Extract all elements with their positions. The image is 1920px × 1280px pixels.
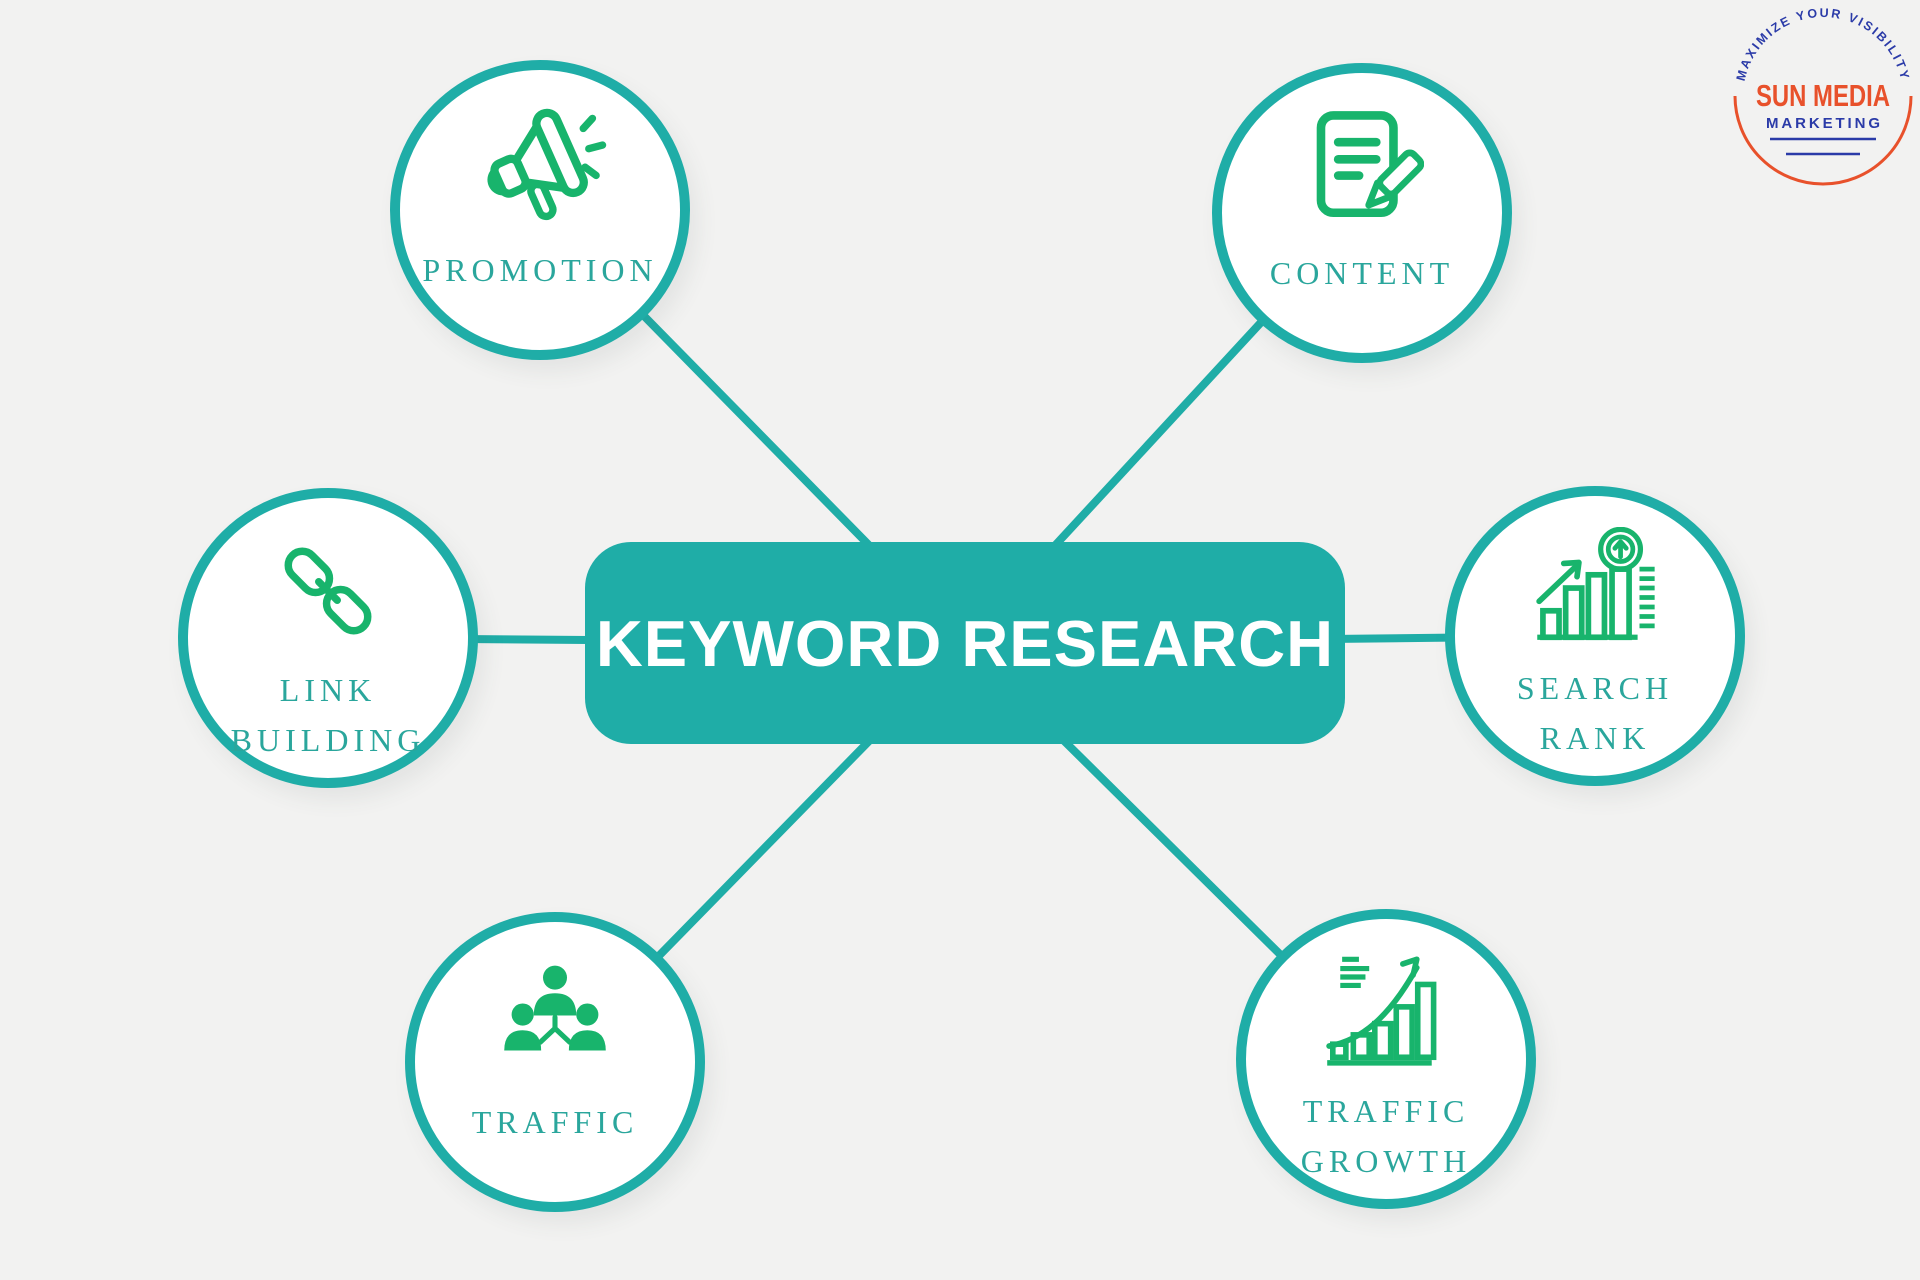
search-rank-icon (1455, 520, 1735, 658)
chain-link-icon (188, 522, 468, 660)
node-traffic: TRAFFIC (405, 912, 705, 1212)
node-search-rank-label: SEARCH RANK (1516, 670, 1674, 756)
growth-chart-icon (1246, 943, 1526, 1081)
sun-media-marketing-logo: MAXIMIZE YOUR VISIBILITY SUN MEDIA MARKE… (1733, 6, 1913, 186)
node-promotion-label: PROMOTION (422, 252, 658, 288)
people-network-icon (415, 946, 695, 1084)
logo-subtitle: MARKETING (1766, 115, 1880, 132)
node-promotion: PROMOTION (390, 60, 690, 360)
node-traffic-growth: TRAFFIC GROWTH (1236, 909, 1536, 1209)
node-content-label: CONTENT (1269, 255, 1455, 291)
node-traffic-label: TRAFFIC (471, 1104, 639, 1140)
logo-bottom-arc (1733, 95, 1913, 186)
logo-arc-text: MAXIMIZE YOUR VISIBILITY (1734, 6, 1913, 83)
node-link-building-label: LINK BUILDING (230, 672, 426, 758)
node-content: CONTENT (1212, 63, 1512, 363)
logo-brand-name: SUN MEDIA (1756, 78, 1890, 113)
node-traffic-growth-label: TRAFFIC GROWTH (1300, 1093, 1472, 1179)
center-node-keyword-research: KEYWORD RESEARCH (585, 542, 1345, 744)
megaphone-icon (400, 94, 680, 232)
node-search-rank: SEARCH RANK (1445, 486, 1745, 786)
center-node-label: KEYWORD RESEARCH (595, 606, 1335, 680)
document-edit-icon (1222, 97, 1502, 235)
node-link-building: LINK BUILDING (178, 488, 478, 788)
